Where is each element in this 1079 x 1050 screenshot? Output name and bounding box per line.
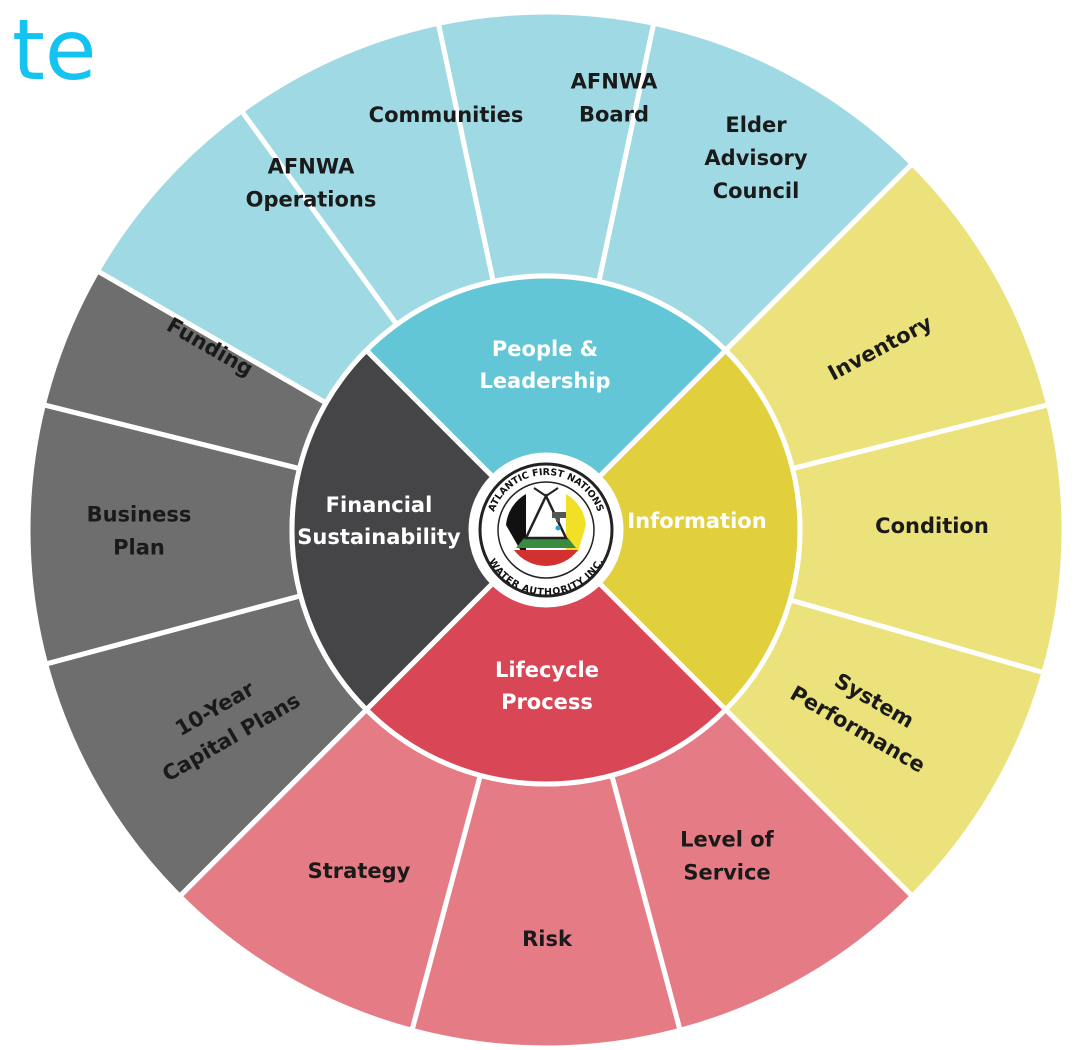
segment-label-afnwa-operations: AFNWA [268,155,355,179]
quadrant-label-financial: Financial [326,493,433,517]
quadrant-label-financial: Sustainability [297,525,461,549]
segment-label-level-of-service: Level of [680,828,774,852]
segment-label-strategy: Strategy [308,859,411,883]
segment-label-elder-advisory-council: Elder [725,113,787,137]
quadrant-label-lifecycle: Lifecycle [495,658,599,682]
title-fragment: te [12,1,97,99]
segment-label-condition: Condition [875,514,989,538]
segment-label-afnwa-board: Board [579,103,649,127]
faucet-icon [552,512,566,522]
segment-label-risk: Risk [522,927,573,951]
segment-label-business-plan: Business [87,503,192,527]
segment-label-elder-advisory-council: Advisory [704,146,807,170]
segment-label-elder-advisory-council: Council [713,179,800,203]
segment-label-communities: Communities [369,103,524,127]
segment-label-business-plan: Plan [113,536,165,560]
segment-label-level-of-service: Service [683,861,770,885]
quadrant-label-lifecycle: Process [501,690,593,714]
inner-ring [289,273,803,787]
quadrant-label-people: Leadership [479,369,610,393]
segment-label-afnwa-board: AFNWA [571,70,658,94]
segment-label-afnwa-operations: Operations [246,188,377,212]
quadrant-label-people: People & [492,337,598,361]
quadrant-label-information: Information [627,509,766,533]
